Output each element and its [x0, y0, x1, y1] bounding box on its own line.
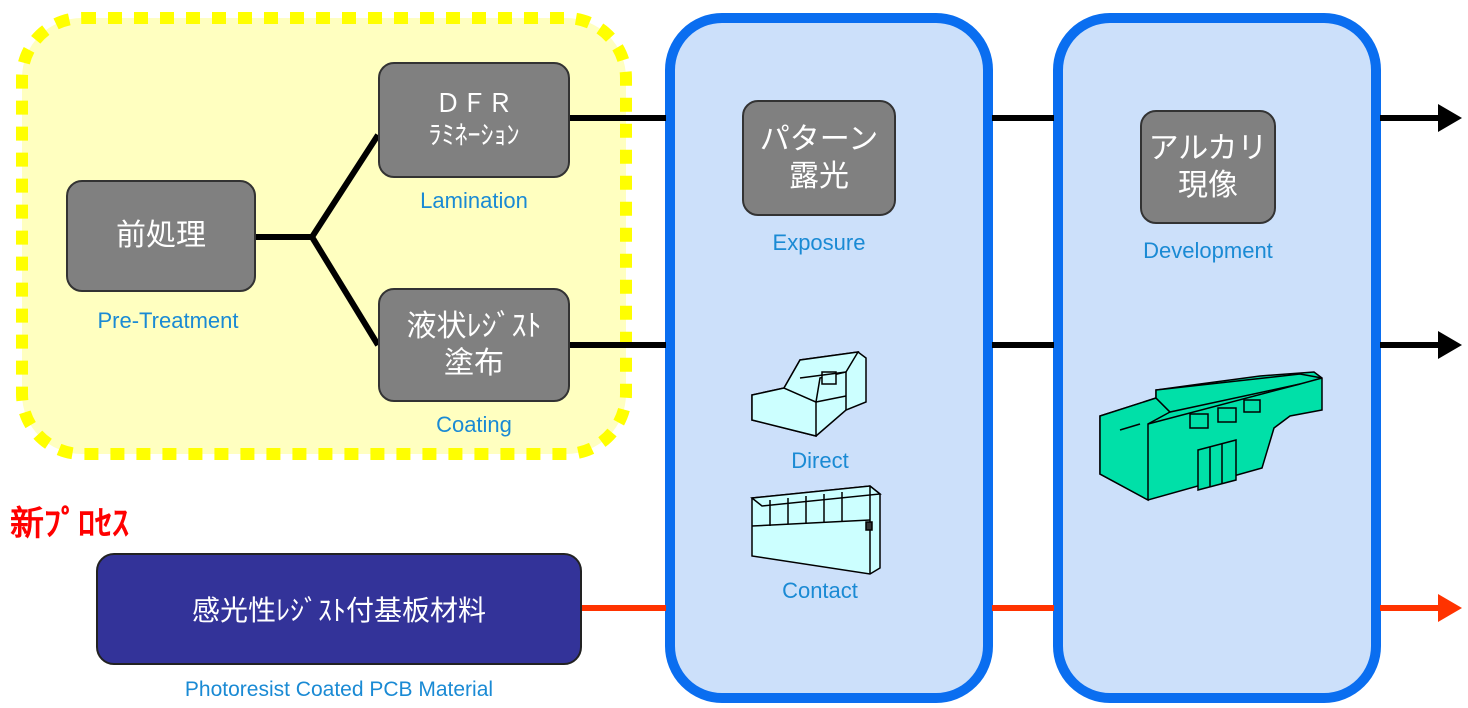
- development-stage-panel: [1053, 13, 1381, 703]
- lamination-english-label: Lamination: [420, 188, 528, 213]
- contact-exposure-machine-icon: [750, 485, 882, 575]
- new-process-title: 新ﾌﾟﾛｾｽ: [10, 504, 129, 544]
- lamination-box: ＤＦＲ ﾗﾐﾈｰｼｮﾝ: [378, 62, 570, 178]
- exposure-box: パターン 露光: [742, 100, 896, 216]
- development-english-label: Development: [1143, 238, 1273, 263]
- coating-box: 液状ﾚｼﾞｽﾄ 塗布: [378, 288, 570, 402]
- flow-lines: [568, 115, 1438, 348]
- exposure-english-label: Exposure: [772, 230, 866, 255]
- development-label: アルカリ 現像: [1148, 130, 1268, 204]
- photoresist-material-english-label: Photoresist Coated PCB Material: [184, 678, 494, 701]
- arrowhead-new: [1438, 594, 1462, 622]
- direct-exposure-machine-icon: [751, 351, 867, 437]
- exposure-label: パターン 露光: [759, 121, 879, 195]
- development-box: アルカリ 現像: [1140, 110, 1276, 224]
- coating-label: 液状ﾚｼﾞｽﾄ 塗布: [406, 308, 542, 382]
- pretreatment-english-label: Pre-Treatment: [97, 308, 239, 333]
- photoresist-material-label: 感光性ﾚｼﾞｽﾄ付基板材料: [191, 594, 486, 627]
- coating-english-label: Coating: [436, 412, 512, 437]
- direct-machine-label: Direct: [791, 448, 849, 473]
- developing-machine-icon: [1099, 371, 1323, 502]
- arrowhead-top: [1438, 104, 1462, 132]
- contact-machine-label: Contact: [782, 578, 858, 603]
- arrowhead-middle: [1438, 331, 1462, 359]
- photoresist-material-box: 感光性ﾚｼﾞｽﾄ付基板材料: [96, 553, 582, 665]
- lamination-label: ＤＦＲ ﾗﾐﾈｰｼｮﾝ: [428, 88, 520, 152]
- branch-lines: [256, 133, 381, 347]
- pretreatment-label: 前処理: [116, 218, 206, 254]
- pretreatment-box: 前処理: [66, 180, 256, 292]
